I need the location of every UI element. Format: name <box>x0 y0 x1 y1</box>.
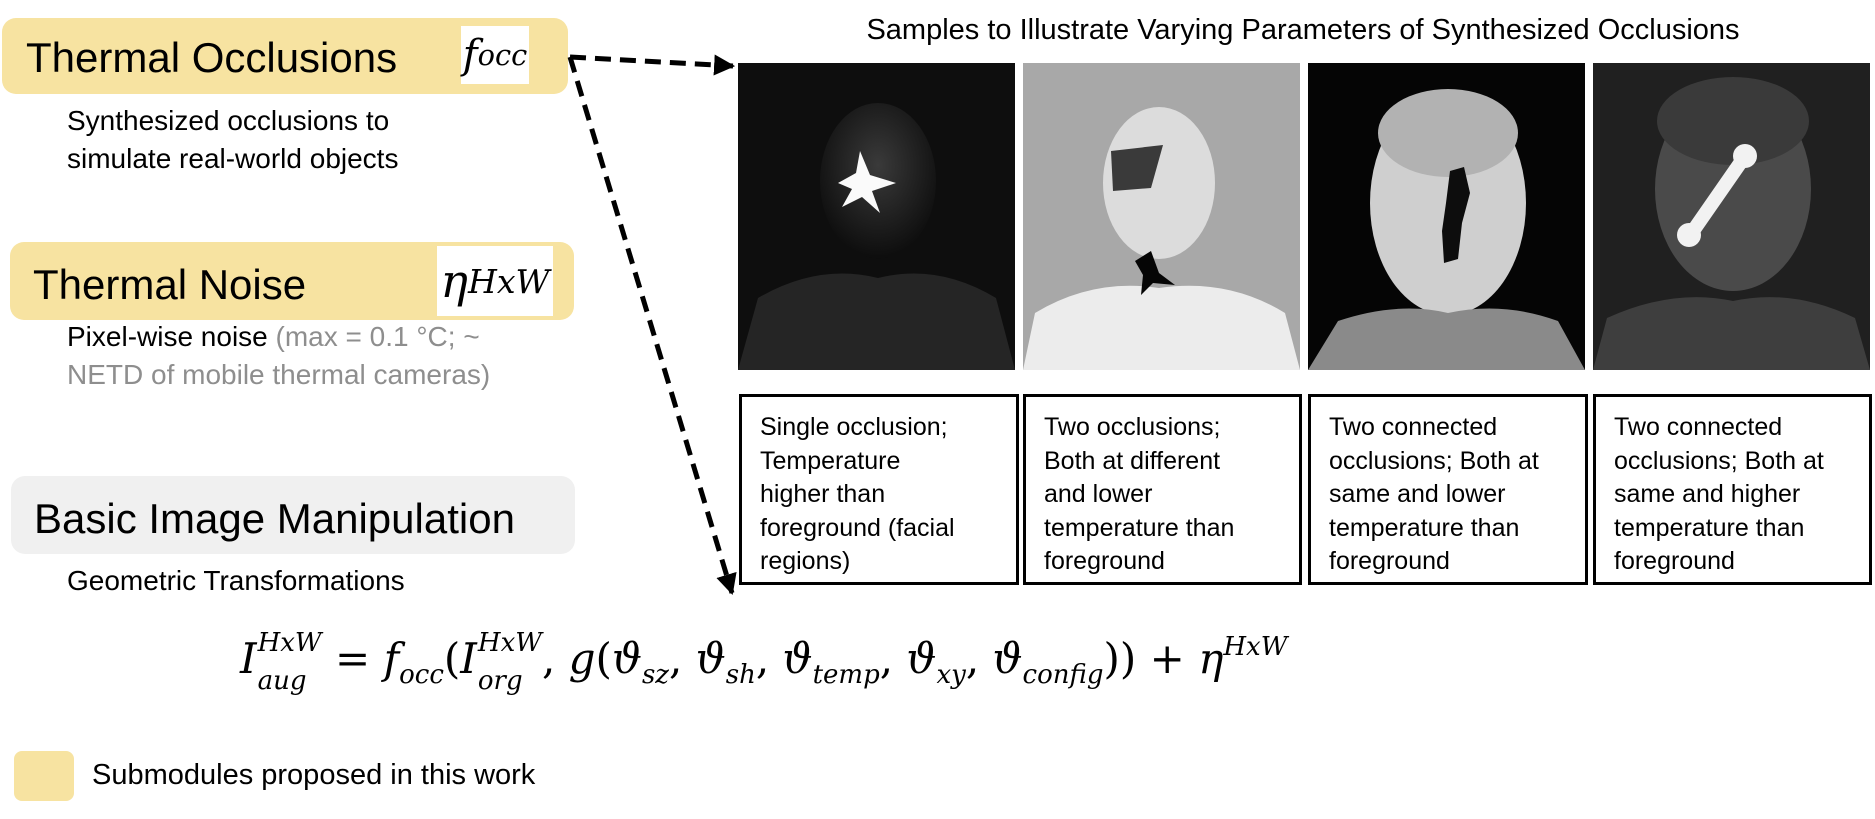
basic-image-manipulation-box <box>11 476 575 554</box>
sample-image-2 <box>1023 63 1300 370</box>
samples-title: Samples to Illustrate Varying Parameters… <box>866 14 1740 46</box>
basic-image-manipulation-title: Basic Image Manipulation <box>34 495 515 542</box>
sample-image-1 <box>738 63 1015 370</box>
thermal-noise-title: Thermal Noise <box>33 261 307 308</box>
caption-box-1: Single occlusion;Temperature higher than… <box>739 394 1019 585</box>
basic-image-manipulation-desc: Geometric Transformations <box>67 565 405 596</box>
arrow-to-samples <box>569 54 736 76</box>
thermal-occlusions-desc: Synthesized occlusions to simulate real-… <box>67 105 399 174</box>
thermal-noise-desc: Pixel-wise noise (max = 0.1 °C; ~ NETD o… <box>67 321 491 390</box>
legend-swatch <box>14 751 74 801</box>
caption-box-2: Two occlusions;Both at different and low… <box>1023 394 1302 585</box>
thermal-occlusions-title: Thermal Occlusions <box>26 34 398 81</box>
sample-image-4 <box>1593 63 1870 370</box>
sample-image-3 <box>1308 63 1585 370</box>
arrow-to-captions <box>567 56 737 596</box>
legend-label: Submodules proposed in this work <box>92 759 536 791</box>
